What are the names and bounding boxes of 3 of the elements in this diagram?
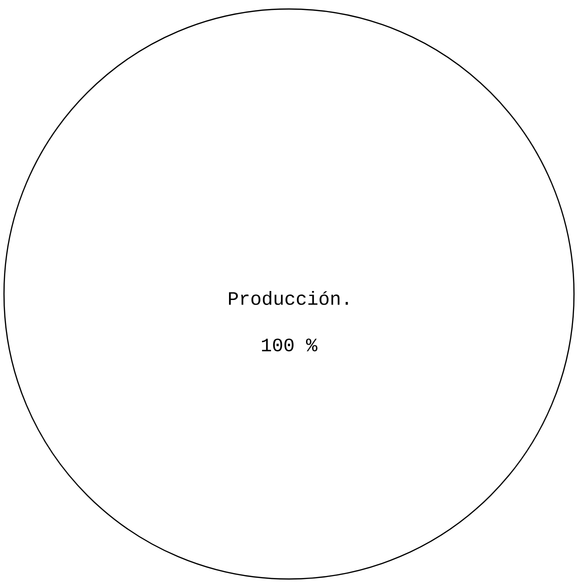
label-text: Producción. [229,291,348,305]
label-text: 100 % [262,338,318,352]
circle [3,8,575,580]
